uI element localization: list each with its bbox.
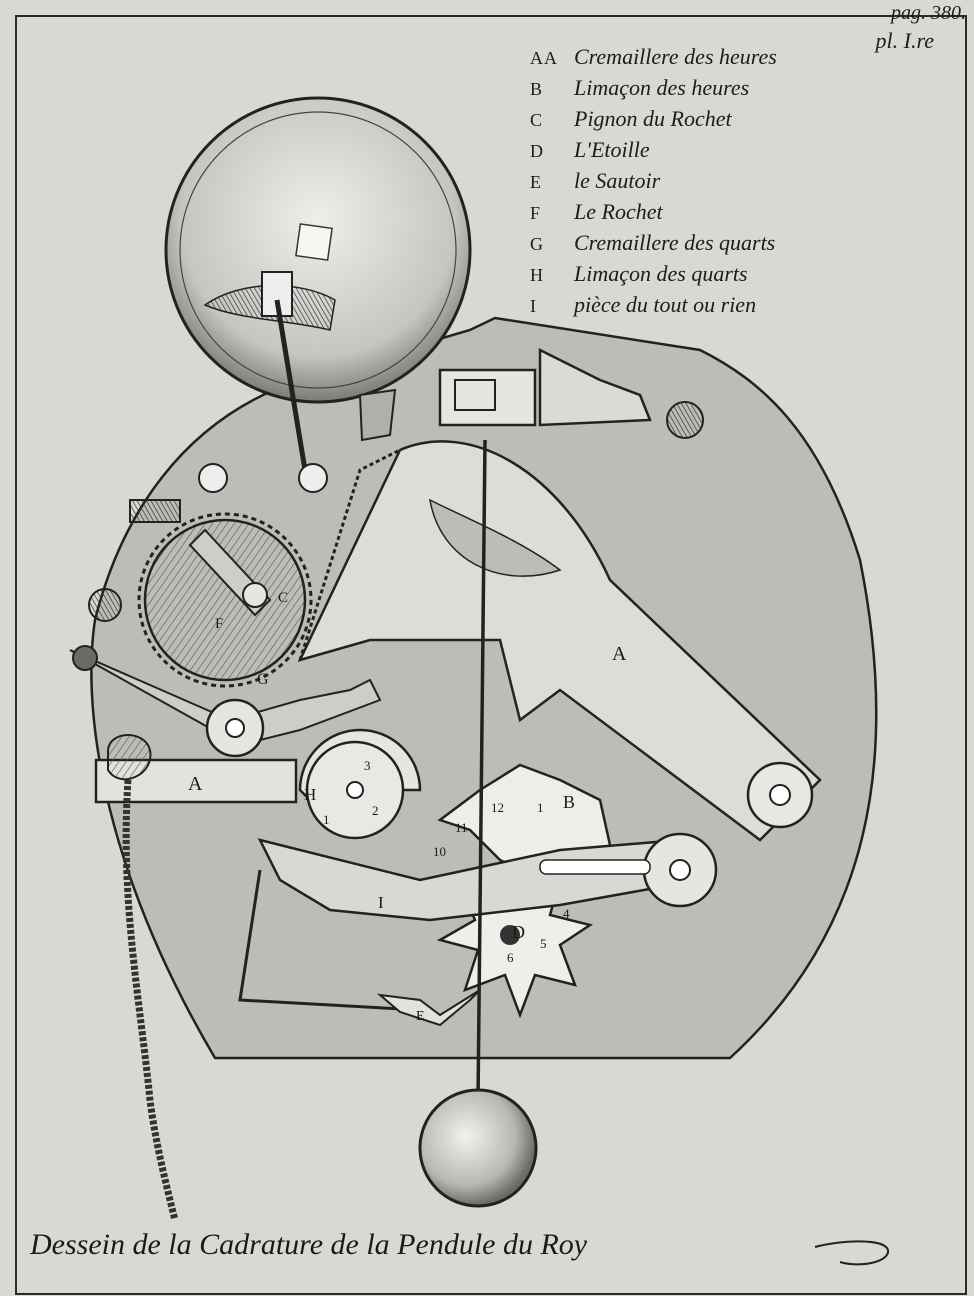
label-F: F bbox=[215, 616, 223, 632]
label-H: H bbox=[304, 785, 316, 804]
label-C: C bbox=[278, 590, 288, 606]
ratchet-wheel bbox=[137, 512, 313, 688]
rack-teeth bbox=[298, 448, 401, 661]
legend-key: E bbox=[530, 172, 542, 192]
legend-text: Le Rochet bbox=[574, 199, 663, 224]
label-E: E bbox=[416, 1009, 425, 1024]
legend-key: G bbox=[530, 234, 544, 254]
top-bracket bbox=[358, 347, 704, 442]
quarter-snail bbox=[298, 728, 422, 840]
legend-item: D L'Etoille bbox=[530, 137, 930, 168]
plate-number: pl. I.re bbox=[875, 28, 934, 53]
pivot-pins bbox=[129, 463, 328, 523]
legend-key: D bbox=[530, 141, 544, 161]
pendulum-bob bbox=[418, 1088, 538, 1208]
label-I: I bbox=[378, 893, 384, 912]
jumper bbox=[376, 989, 481, 1027]
quarter-number-1: 1 bbox=[323, 812, 330, 827]
legend-item: C Pignon du Rochet bbox=[530, 106, 930, 137]
legend-text: Cremaillere des quarts bbox=[574, 230, 776, 255]
legend-item: G Cremaillere des quarts bbox=[530, 230, 930, 261]
hour-number-4: 4 bbox=[563, 906, 570, 921]
quarter-number-2: 2 bbox=[372, 803, 379, 818]
hour-number-6: 6 bbox=[507, 950, 514, 965]
hour-number-1: 1 bbox=[537, 800, 544, 815]
legend-text: le Sautoir bbox=[574, 168, 661, 193]
legend-item: H Limaçon des quarts bbox=[530, 261, 930, 292]
label-A-upper: A bbox=[612, 643, 627, 665]
hour-number-11: 11 bbox=[455, 820, 468, 835]
rope-loop bbox=[107, 734, 152, 781]
rack-cutout bbox=[429, 498, 562, 577]
quarter-number-3: 3 bbox=[364, 758, 371, 773]
hour-number-10: 10 bbox=[433, 844, 446, 859]
legend-text: Pignon du Rochet bbox=[574, 106, 732, 131]
legend-key: C bbox=[530, 110, 544, 130]
legend-text: Cremaillere des heures bbox=[574, 44, 777, 69]
hour-rack-upper bbox=[297, 440, 822, 842]
label-A-lower: A bbox=[188, 773, 203, 795]
label-B: B bbox=[563, 792, 575, 812]
bell bbox=[164, 96, 472, 471]
legend-key: I bbox=[530, 296, 537, 316]
hour-number-12: 12 bbox=[491, 800, 504, 815]
legend-text: L'Etoille bbox=[574, 137, 650, 162]
label-G: G bbox=[257, 671, 269, 688]
legend-key: AA bbox=[530, 48, 558, 68]
pendulum-rod bbox=[476, 439, 487, 1101]
plate-caption: Dessein de la Cadrature de la Pendule du… bbox=[30, 1228, 588, 1261]
caption-flourish bbox=[814, 1240, 889, 1266]
legend-text: pièce du tout ou rien bbox=[574, 292, 757, 317]
legend-key: B bbox=[530, 79, 544, 99]
legend-item: F Le Rochet bbox=[530, 199, 930, 230]
legend-key: F bbox=[530, 203, 542, 223]
legend-item: AA Cremaillere des heures bbox=[530, 44, 930, 75]
label-D: D bbox=[512, 922, 525, 942]
page-reference: pag. 380. bbox=[891, 2, 966, 24]
legend-text: Limaçon des heures bbox=[574, 75, 750, 100]
hour-number-5: 5 bbox=[540, 936, 547, 951]
legend-key: H bbox=[530, 265, 544, 285]
legend: AA Cremaillere des heures B Limaçon des he… bbox=[530, 44, 930, 323]
plate-border bbox=[15, 15, 967, 1295]
legend-text: Limaçon des quarts bbox=[574, 261, 748, 286]
legend-item: B Limaçon des heures bbox=[530, 75, 930, 106]
